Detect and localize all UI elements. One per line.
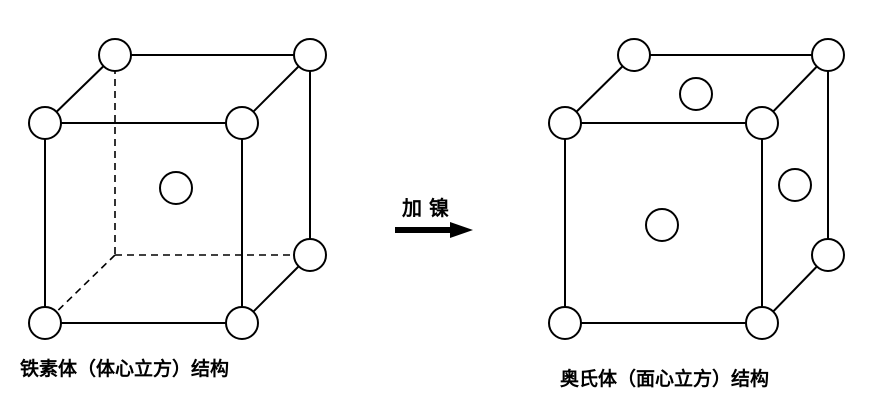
bcc-cube: [28, 38, 327, 340]
fcc-caption: 奥氏体（面心立方）结构: [560, 367, 769, 390]
bcc-atom-front-bottom-right: [225, 306, 259, 340]
fcc-atom-back-bottom-right: [811, 238, 845, 272]
fcc-cube: [548, 38, 845, 340]
fcc-atom-right-face-center: [778, 168, 812, 202]
bcc-atom-back-top-left: [98, 38, 132, 72]
fcc-atom-top-face-center: [679, 77, 713, 111]
arrow-head-icon: [450, 222, 473, 238]
bcc-hidden-edge-diagonal: [44, 254, 116, 324]
fcc-atom-back-top-left: [617, 38, 651, 72]
arrow-shaft: [395, 227, 450, 233]
fcc-atom-front-bottom-left: [548, 306, 582, 340]
bcc-atom-body-center: [159, 171, 193, 205]
bcc-atom-front-top-left: [28, 106, 62, 140]
bcc-atom-back-bottom-right: [293, 238, 327, 272]
fcc-atom-front-top-right: [745, 106, 779, 140]
transition-arrow: 加 镍: [395, 196, 473, 238]
fcc-atom-back-top-right: [811, 38, 845, 72]
bcc-caption: 铁素体（体心立方）结构: [20, 357, 229, 380]
fcc-atom-front-top-left: [548, 106, 582, 140]
transition-label: 加 镍: [401, 196, 449, 220]
bcc-atom-front-bottom-left: [28, 306, 62, 340]
bcc-atom-back-top-right: [293, 38, 327, 72]
fcc-atom-front-bottom-right: [745, 306, 779, 340]
fcc-atom-front-face-center: [645, 208, 679, 242]
bcc-atom-front-top-right: [225, 106, 259, 140]
